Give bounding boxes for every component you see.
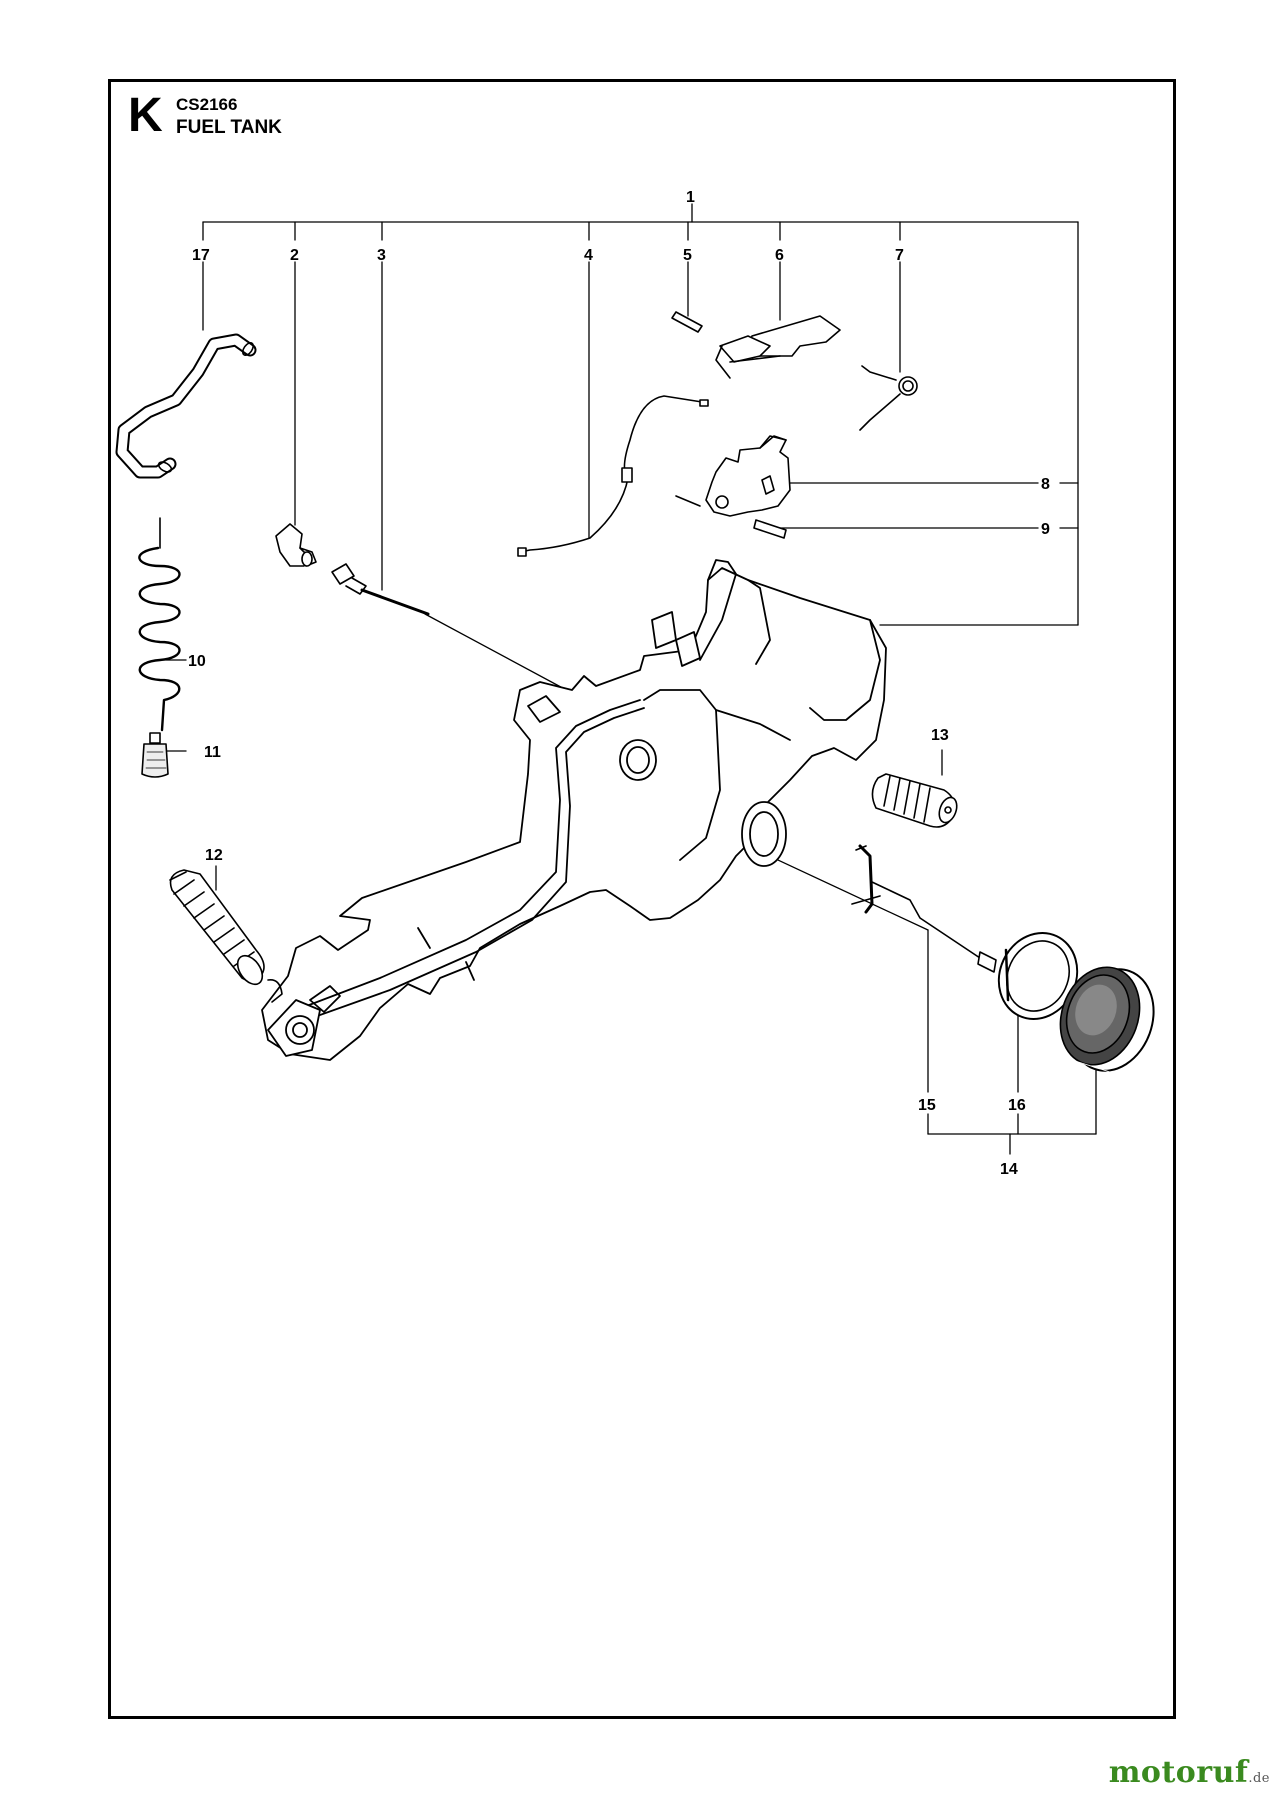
callout-1: 1 <box>686 189 695 206</box>
drawing-frame <box>108 79 1176 1719</box>
callout-15: 15 <box>918 1097 936 1114</box>
fuel-tank-housing <box>261 559 887 1061</box>
callout-5: 5 <box>683 247 692 264</box>
callout-8: 8 <box>1041 476 1050 493</box>
callout-9: 9 <box>1041 521 1050 538</box>
callout-7: 7 <box>895 247 904 264</box>
callout-10: 10 <box>188 653 206 670</box>
section-letter: K <box>128 89 163 142</box>
throttle-rod-3 <box>331 563 430 616</box>
callout-2: 2 <box>290 247 299 264</box>
pickup-body-15 <box>851 844 997 973</box>
av-spring-12 <box>169 869 283 1003</box>
fuel-hose-17 <box>115 333 257 479</box>
watermark-logo: motoruf.de <box>1108 1755 1270 1790</box>
fuel-cap-14 <box>1059 966 1155 1073</box>
callout-numbers: 1 17 2 3 4 5 6 7 8 9 10 11 12 13 15 16 1… <box>188 189 1050 1178</box>
callout-13: 13 <box>931 727 949 744</box>
throttle-trigger-8 <box>705 435 791 517</box>
callout-6: 6 <box>775 247 784 264</box>
return-spring-7 <box>859 365 918 431</box>
throttle-lock-6 <box>715 315 841 379</box>
callout-11: 11 <box>204 744 221 761</box>
callout-3: 3 <box>377 247 386 264</box>
fuel-filter-11 <box>141 732 169 778</box>
page-title: FUEL TANK <box>176 117 282 138</box>
model-number: CS2166 <box>176 95 238 114</box>
pin-9 <box>675 495 787 539</box>
av-element-13 <box>871 773 958 828</box>
callout-12: 12 <box>205 847 223 864</box>
callout-16: 16 <box>1008 1097 1026 1114</box>
connector-2 <box>275 523 317 567</box>
callout-4: 4 <box>584 247 593 264</box>
coil-hose-10 <box>138 517 181 732</box>
callout-14: 14 <box>1000 1161 1018 1178</box>
leader-lines <box>153 203 1097 1155</box>
callout-17: 17 <box>192 247 210 264</box>
throttle-cable-4 <box>517 395 709 557</box>
pin-5 <box>671 311 703 333</box>
